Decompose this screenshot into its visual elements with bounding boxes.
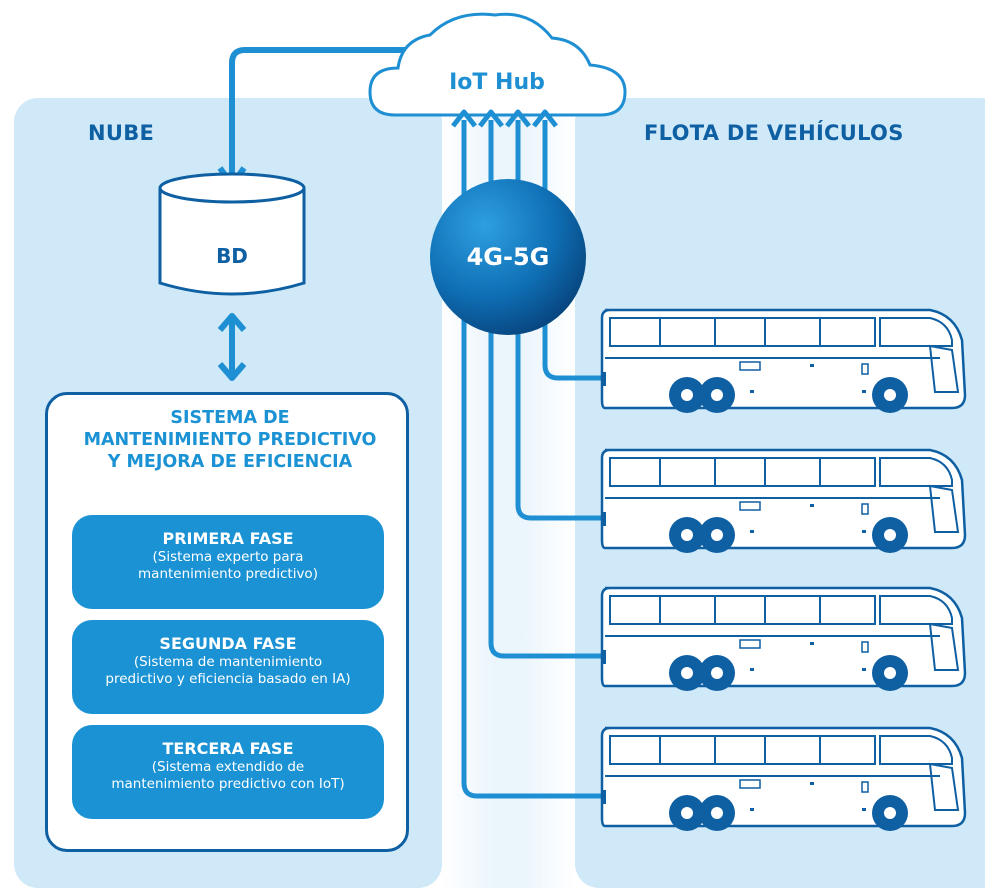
network-label: 4G-5G [467, 243, 550, 271]
phase-card-3: TERCERA FASE (Sistema extendido de mante… [72, 725, 384, 819]
connector-bus-4 [461, 120, 605, 799]
cloud-heading: NUBE [88, 121, 155, 145]
network-globe-icon [430, 179, 586, 335]
system-title: SISTEMA DE MANTENIMIENTO PREDICTIVO Y ME… [48, 407, 412, 473]
database-icon [158, 172, 306, 296]
cloud-label: IoT Hub [449, 70, 545, 95]
bus-icon-3 [599, 586, 967, 693]
phase-description: (Sistema de mantenimiento [133, 654, 323, 670]
phase-description: (Sistema experto para [152, 549, 304, 565]
phase-description: predictivo y eficiencia basado en IA) [105, 671, 351, 687]
cloud-icon [368, 12, 627, 117]
phase-description: mantenimiento predictivo) [138, 566, 318, 582]
phase-title: PRIMERA FASE [162, 529, 294, 548]
uplink-arrows [451, 109, 558, 128]
database-label: BD [216, 244, 248, 268]
connector-bus-2 [515, 120, 605, 521]
predictive-system-box: SISTEMA DE MANTENIMIENTO PREDICTIVO Y ME… [45, 392, 409, 852]
bus-icon-1 [600, 308, 967, 413]
cloud-to-db-connector [229, 47, 430, 178]
system-title-line: SISTEMA DE [170, 408, 290, 428]
phase-title: TERCERA FASE [162, 739, 294, 758]
bus-icon-2 [599, 448, 967, 555]
phase-card-1: PRIMERA FASE (Sistema experto para mante… [72, 515, 384, 609]
system-title-line: MANTENIMIENTO PREDICTIVO [83, 430, 377, 450]
fleet-heading: FLOTA DE VEHÍCULOS [644, 121, 904, 145]
system-title-line: Y MEJORA DE EFICIENCIA [107, 452, 353, 472]
phase-card-2: SEGUNDA FASE (Sistema de mantenimiento p… [72, 620, 384, 714]
db-system-arrow [217, 313, 247, 381]
phase-title: SEGUNDA FASE [159, 634, 297, 653]
phase-description: (Sistema extendido de [151, 759, 305, 775]
connector-bus-1 [542, 120, 605, 381]
network-connectors [461, 120, 605, 799]
phase-description: mantenimiento predictivo con IoT) [111, 776, 345, 792]
bus-icon-4 [599, 726, 967, 833]
connector-bus-3 [488, 120, 605, 659]
